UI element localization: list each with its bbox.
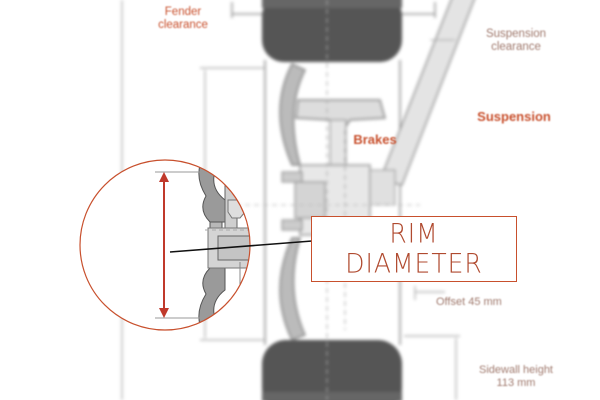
zoom-inset — [79, 159, 313, 331]
callout-pointer — [169, 240, 313, 253]
top-tire — [262, 0, 402, 62]
sidewall-height-label: Sidewall height 113 mm — [479, 364, 553, 389]
suspension-strut — [378, 0, 475, 186]
suspension-clearance-label: Suspension clearance — [485, 28, 547, 53]
arrow-head-bottom — [159, 308, 169, 318]
callout-line-2: DIAMETER — [345, 248, 483, 279]
offset-label: Offset 45 mm — [436, 296, 502, 308]
callout-line-1: RIM — [389, 218, 439, 249]
rim-diameter-callout: RIM DIAMETER — [311, 216, 517, 282]
bottom-tire — [262, 340, 402, 400]
rim-profile — [279, 63, 307, 166]
fender-clearance-label: Fender clearance — [158, 6, 208, 31]
brakes-label: Brakes — [353, 132, 397, 147]
suspension-label: Suspension — [477, 109, 551, 124]
arrow-head-top — [159, 172, 169, 182]
